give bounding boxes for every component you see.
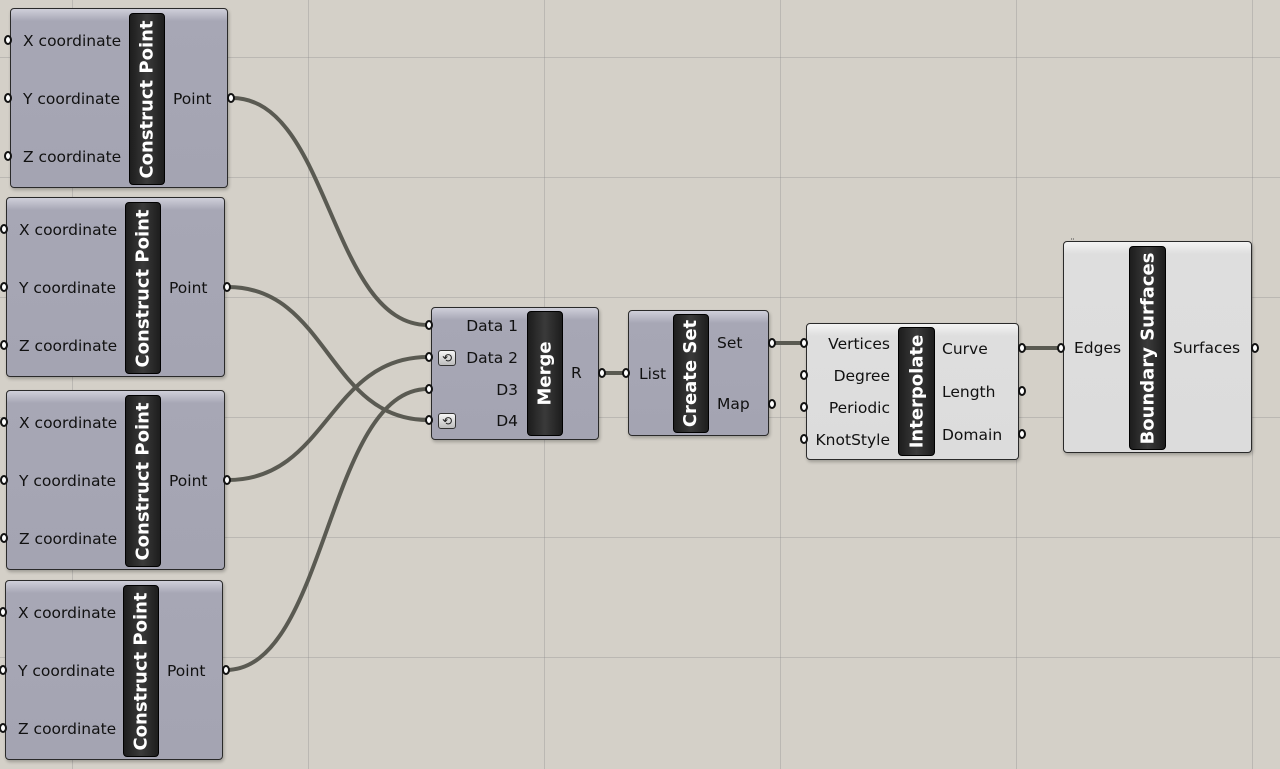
edges-input-label: Edges [1074, 339, 1122, 357]
periodic-input-port[interactable] [800, 402, 808, 412]
z-coordinate-input-port[interactable] [0, 723, 7, 733]
component-title: Interpolate [906, 334, 927, 449]
y-coordinate-input-port[interactable] [0, 665, 7, 675]
curve-output-port[interactable] [1018, 343, 1026, 353]
component-title-tab[interactable]: Boundary Surfaces [1129, 246, 1166, 450]
component-title-tab[interactable]: Construct Point [125, 202, 161, 374]
z-coordinate-input-port[interactable] [0, 340, 8, 350]
merge-node[interactable]: Data 1 ⟲ Data 2 D3 ⟲ D4 Merge R [431, 307, 599, 440]
vertices-input-label: Vertices [828, 335, 890, 353]
r-output-port[interactable] [598, 368, 606, 378]
point-output-label: Point [167, 662, 206, 680]
point-output-port[interactable] [223, 282, 231, 292]
x-coordinate-label: X coordinate [23, 32, 122, 50]
x-coordinate-input-port[interactable] [0, 224, 8, 234]
d4-input-port[interactable] [425, 415, 433, 425]
d4-input-label: D4 [496, 412, 518, 430]
y-coordinate-label: Y coordinate [19, 279, 117, 297]
map-output-label: Map [717, 395, 750, 413]
map-output-port[interactable] [768, 399, 776, 409]
wire-cp1-to-data1 [230, 96, 430, 327]
set-output-label: Set [717, 334, 743, 352]
data2-input-port[interactable] [425, 352, 433, 362]
component-title-tab[interactable]: Construct Point [125, 395, 161, 567]
list-input-label: List [639, 365, 667, 383]
x-coordinate-input-port[interactable] [0, 417, 8, 427]
surfaces-output-port[interactable] [1251, 343, 1259, 353]
point-output-label: Point [173, 90, 212, 108]
component-title: Merge [534, 341, 556, 406]
y-coordinate-label: Y coordinate [23, 90, 121, 108]
x-coordinate-label: X coordinate [18, 604, 117, 622]
component-title: Construct Point [136, 19, 158, 179]
y-coordinate-input-port[interactable] [0, 282, 8, 292]
component-title-tab[interactable]: Interpolate [898, 327, 935, 456]
z-coordinate-input-port[interactable] [0, 533, 8, 543]
graft-icon: ⟲ [438, 413, 456, 429]
component-title: Construct Point [132, 401, 154, 561]
y-coordinate-label: Y coordinate [18, 662, 116, 680]
edges-input-port[interactable] [1057, 343, 1065, 353]
data2-input-label: Data 2 [466, 349, 518, 367]
r-output-label: R [571, 364, 582, 382]
z-coordinate-label: Z coordinate [18, 720, 117, 738]
wire-cp3-to-data2 [226, 355, 430, 482]
point-output-port[interactable] [223, 475, 231, 485]
length-output-port[interactable] [1018, 386, 1026, 396]
set-output-port[interactable] [768, 338, 776, 348]
construct-point-node-3[interactable]: X coordinate Y coordinate Z coordinate C… [6, 390, 225, 570]
x-coordinate-label: X coordinate [19, 414, 118, 432]
component-title-tab[interactable]: Merge [527, 311, 563, 436]
x-coordinate-input-port[interactable] [0, 607, 7, 617]
knotstyle-input-label: KnotStyle [815, 431, 890, 449]
curve-output-label: Curve [942, 340, 988, 358]
construct-point-node-4[interactable]: X coordinate Y coordinate Z coordinate C… [5, 580, 223, 760]
z-coordinate-label: Z coordinate [19, 530, 118, 548]
d3-input-port[interactable] [425, 384, 433, 394]
component-title: Construct Point [130, 591, 152, 751]
point-output-port[interactable] [222, 665, 230, 675]
degree-input-label: Degree [833, 367, 890, 385]
y-coordinate-input-port[interactable] [4, 93, 12, 103]
z-coordinate-label: Z coordinate [19, 337, 118, 355]
wire-cp2-to-d4 [226, 285, 430, 422]
construct-point-node-1[interactable]: X coordinate Y coordinate Z coordinate C… [10, 8, 228, 188]
point-output-label: Point [169, 472, 208, 490]
knotstyle-input-port[interactable] [800, 434, 808, 444]
construct-point-node-2[interactable]: X coordinate Y coordinate Z coordinate C… [6, 197, 225, 377]
domain-output-label: Domain [942, 426, 1003, 444]
component-title-tab[interactable]: Create Set [673, 314, 709, 433]
periodic-input-label: Periodic [828, 399, 890, 417]
component-title-tab[interactable]: Construct Point [123, 585, 159, 757]
create-set-node[interactable]: List Create Set Set Map [628, 310, 769, 436]
component-title: Construct Point [132, 208, 154, 368]
boundary-surfaces-node[interactable]: ¨ Edges Boundary Surfaces Surfaces [1063, 238, 1252, 453]
point-output-port[interactable] [227, 93, 235, 103]
interpolate-node[interactable]: Vertices Degree Periodic KnotStyle Inter… [806, 323, 1019, 460]
surfaces-output-label: Surfaces [1173, 339, 1241, 357]
component-title-tab[interactable]: Construct Point [129, 13, 165, 185]
data1-input-label: Data 1 [466, 317, 518, 335]
z-coordinate-label: Z coordinate [23, 148, 122, 166]
graft-icon: ⟲ [438, 350, 456, 366]
x-coordinate-label: X coordinate [19, 221, 118, 239]
wire-cp4-to-d3 [224, 387, 430, 672]
d3-input-label: D3 [496, 381, 518, 399]
x-coordinate-input-port[interactable] [4, 35, 12, 45]
list-input-port[interactable] [622, 368, 630, 378]
point-output-label: Point [169, 279, 208, 297]
length-output-label: Length [942, 383, 996, 401]
component-title: Boundary Surfaces [1137, 252, 1159, 444]
domain-output-port[interactable] [1018, 429, 1026, 439]
component-title: Create Set [680, 319, 702, 428]
vertices-input-port[interactable] [800, 338, 808, 348]
degree-input-port[interactable] [800, 370, 808, 380]
data1-input-port[interactable] [425, 320, 433, 330]
y-coordinate-input-port[interactable] [0, 475, 8, 485]
y-coordinate-label: Y coordinate [19, 472, 117, 490]
node-menu-icon: ¨ [1070, 238, 1075, 249]
z-coordinate-input-port[interactable] [4, 151, 12, 161]
